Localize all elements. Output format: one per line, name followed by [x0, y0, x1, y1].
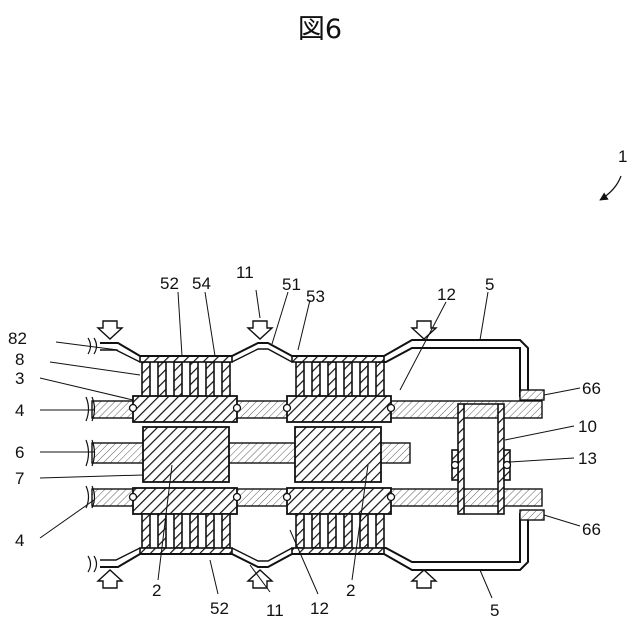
label-4-top: 4 — [15, 401, 24, 420]
label-51: 51 — [282, 275, 301, 294]
label-7: 7 — [15, 469, 24, 488]
label-3: 3 — [15, 369, 24, 388]
figure-title: 図6 — [298, 14, 342, 45]
break-marks — [86, 338, 97, 572]
ref-arrow-1 — [600, 176, 621, 200]
label-12-bottom: 12 — [310, 599, 329, 618]
label-10: 10 — [578, 417, 597, 436]
label-8: 8 — [15, 350, 24, 369]
label-2-right: 2 — [346, 581, 355, 600]
label-13: 13 — [578, 449, 597, 468]
label-11-top: 11 — [236, 263, 254, 282]
label-2-left: 2 — [152, 581, 161, 600]
label-4-bottom: 4 — [15, 531, 24, 550]
label-5-bottom: 5 — [490, 601, 499, 620]
fins-bottom — [142, 514, 384, 548]
label-52-top: 52 — [160, 274, 179, 293]
label-1: 1 — [618, 147, 627, 166]
label-5-top: 5 — [485, 275, 494, 294]
label-66-bottom: 66 — [582, 520, 601, 539]
label-66-top: 66 — [582, 379, 601, 398]
label-53: 53 — [306, 287, 325, 306]
label-11-bottom: 11 — [266, 601, 284, 620]
label-52-bottom: 52 — [210, 599, 229, 618]
label-6: 6 — [15, 443, 24, 462]
label-82: 82 — [8, 329, 27, 348]
fins-top — [142, 362, 384, 396]
label-12-top: 12 — [437, 285, 456, 304]
label-54: 54 — [192, 274, 211, 293]
